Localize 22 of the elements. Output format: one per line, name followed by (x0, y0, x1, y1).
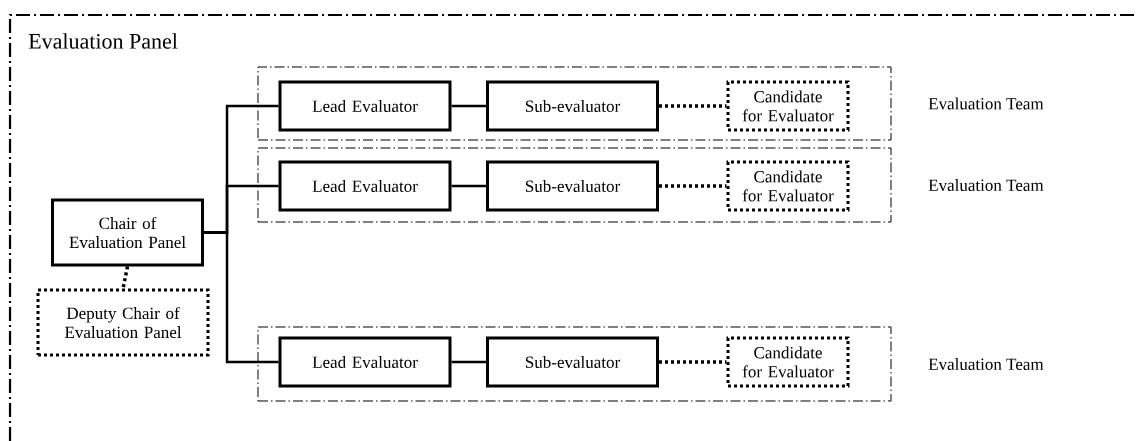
connector-line (659, 184, 727, 188)
role-box: Sub-evaluator (486, 160, 659, 212)
connector-line (451, 360, 486, 364)
connector-line (451, 184, 486, 188)
node-label: Evaluation Team (928, 97, 1044, 110)
node-label: Evaluation Team (928, 358, 1044, 370)
role-box: Sub-evaluator (486, 336, 659, 388)
connector-line (121, 266, 130, 289)
role-box: Sub-evaluator (486, 80, 659, 132)
role-box: Chair of Evaluation Panel (51, 198, 204, 267)
role-box: Lead Evaluator (278, 160, 452, 212)
optional-role-box: Candidate for Evaluator (726, 80, 850, 132)
connector-line (204, 231, 279, 364)
node-label: Evaluation Team (928, 179, 1044, 191)
connector-line (451, 104, 486, 108)
connector-line (659, 104, 727, 108)
role-box: Lead Evaluator (278, 336, 452, 388)
optional-role-box: Candidate for Evaluator (726, 336, 850, 388)
optional-role-box: Candidate for Evaluator (726, 160, 850, 212)
role-box: Lead Evaluator (278, 80, 452, 132)
optional-role-box: Deputy Chair of Evaluation Panel (36, 288, 210, 357)
connector-line (659, 360, 727, 364)
